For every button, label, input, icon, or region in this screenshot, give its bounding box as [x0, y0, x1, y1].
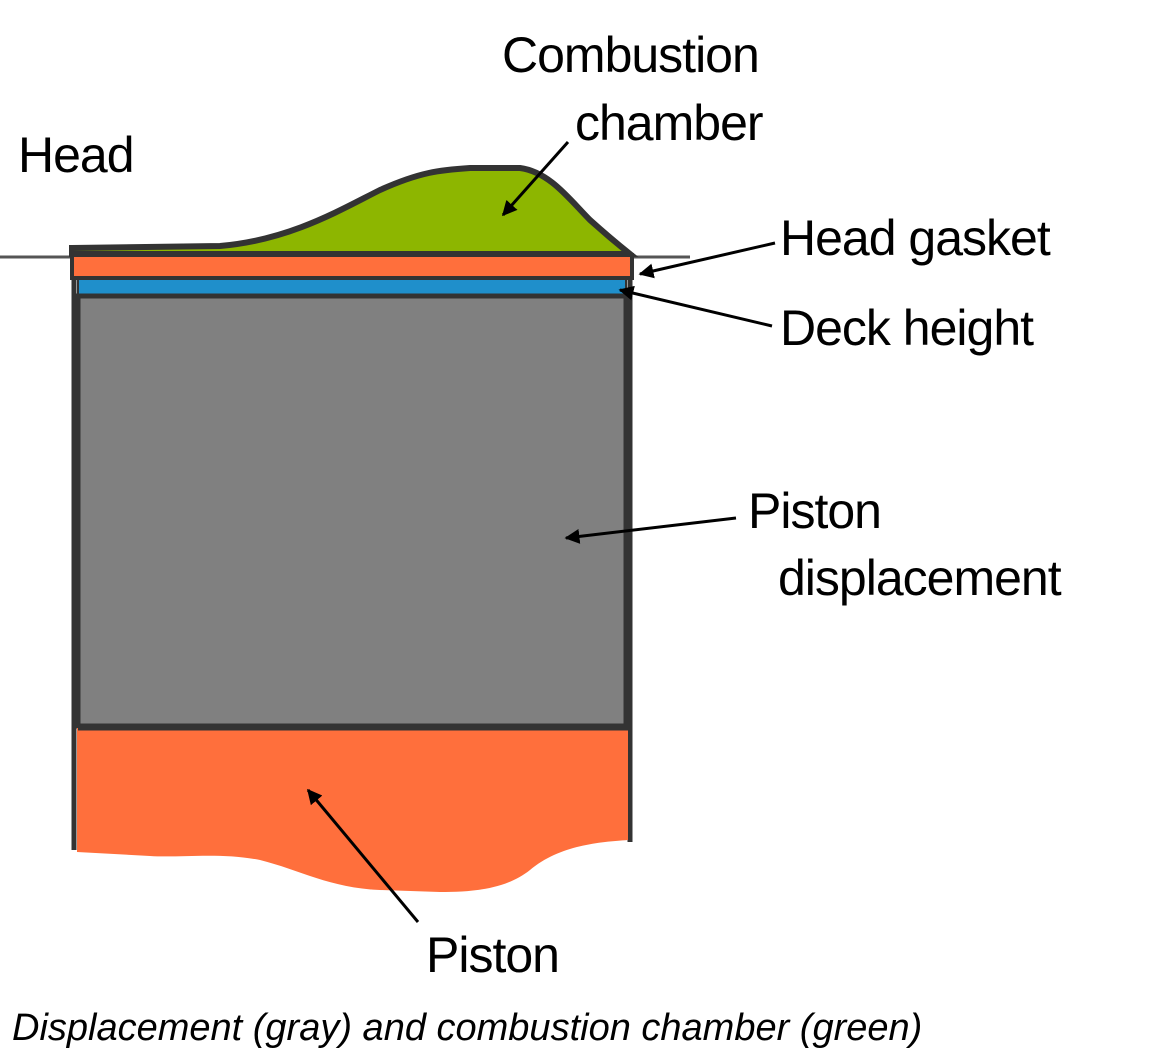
label-head-gasket: Head gasket — [780, 210, 1051, 266]
label-piston-displacement-line1: Piston — [748, 483, 881, 539]
label-piston: Piston — [426, 927, 559, 983]
piston-arrow — [306, 788, 420, 923]
piston-displacement-arrow — [564, 516, 737, 544]
label-piston-displacement-line2: displacement — [778, 550, 1062, 606]
diagram-caption: Displacement (gray) and combustion chamb… — [12, 1007, 922, 1049]
label-combustion-chamber-line2: chamber — [575, 95, 763, 151]
combustion-chamber-arrow — [501, 141, 570, 217]
deck-height-layer — [77, 278, 627, 296]
head-gasket-arrow — [638, 241, 776, 279]
head-gasket-layer — [70, 253, 634, 280]
label-head: Head — [18, 127, 134, 183]
deck-height-arrow — [618, 285, 773, 328]
label-deck-height: Deck height — [780, 300, 1034, 356]
label-combustion-chamber-line1: Combustion — [502, 27, 759, 83]
piston-shape — [77, 728, 628, 892]
piston-displacement-region — [75, 293, 629, 729]
combustion-chamber-shape — [69, 165, 639, 257]
